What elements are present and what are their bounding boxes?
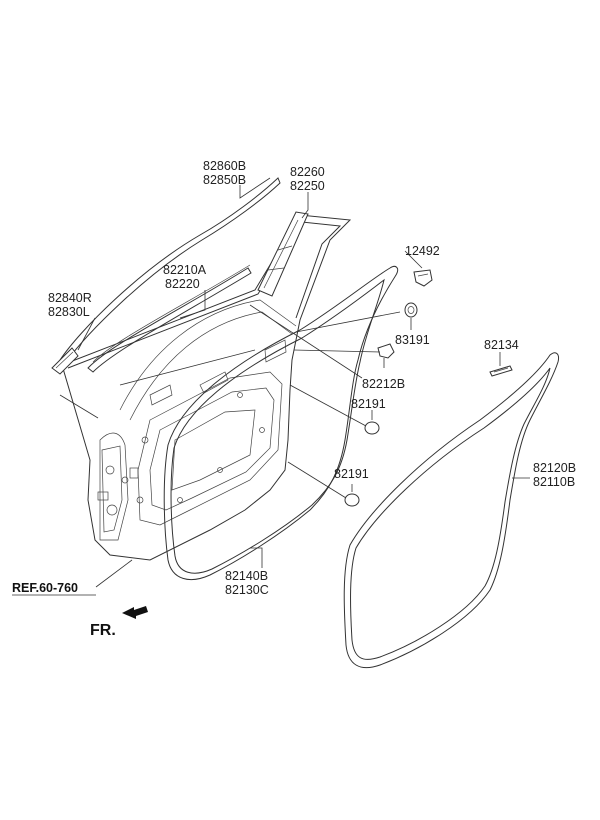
plug-82191-upper (364, 421, 380, 435)
label-82830L: 82830L (48, 305, 90, 319)
label-82130C: 82130C (225, 583, 269, 597)
clip-83191 (404, 302, 418, 318)
door-opening-weatherstrip (163, 265, 399, 580)
label-82250: 82250 (290, 179, 325, 193)
belt-molding-strip (87, 264, 252, 373)
pillar-trim-piece (257, 211, 309, 297)
front-direction-label: FR. (90, 622, 116, 639)
label-82840R: 82840R (48, 291, 92, 305)
tape-82134 (489, 365, 513, 377)
leader-lines (59, 177, 530, 588)
label-82120B: 82120B (533, 461, 576, 475)
label-82110B: 82110B (533, 475, 575, 489)
label-82220: 82220 (165, 277, 200, 291)
part-labels: 82860B 82850B 82260 82250 12492 82210A 8… (12, 159, 576, 639)
body-side-weatherstrip (343, 352, 559, 669)
label-82191-upper: 82191 (351, 397, 386, 411)
label-82850B: 82850B (203, 173, 246, 187)
label-82260: 82260 (290, 165, 325, 179)
reference-label: REF.60-760 (12, 581, 78, 595)
upper-molding-strip (59, 177, 281, 363)
label-83191: 83191 (395, 333, 430, 347)
clip-12492 (413, 269, 433, 287)
label-12492: 12492 (405, 244, 440, 258)
front-direction-arrow-icon (122, 606, 148, 619)
label-82210A: 82210A (163, 263, 207, 277)
corner-trim-piece (51, 347, 79, 375)
label-82212B: 82212B (362, 377, 405, 391)
plug-82191-lower (344, 493, 360, 507)
label-82860B: 82860B (203, 159, 246, 173)
door-panel (61, 214, 352, 561)
label-82134: 82134 (484, 338, 519, 352)
label-82191-lower: 82191 (334, 467, 369, 481)
label-82140B: 82140B (225, 569, 268, 583)
clip-82212B (377, 343, 395, 359)
